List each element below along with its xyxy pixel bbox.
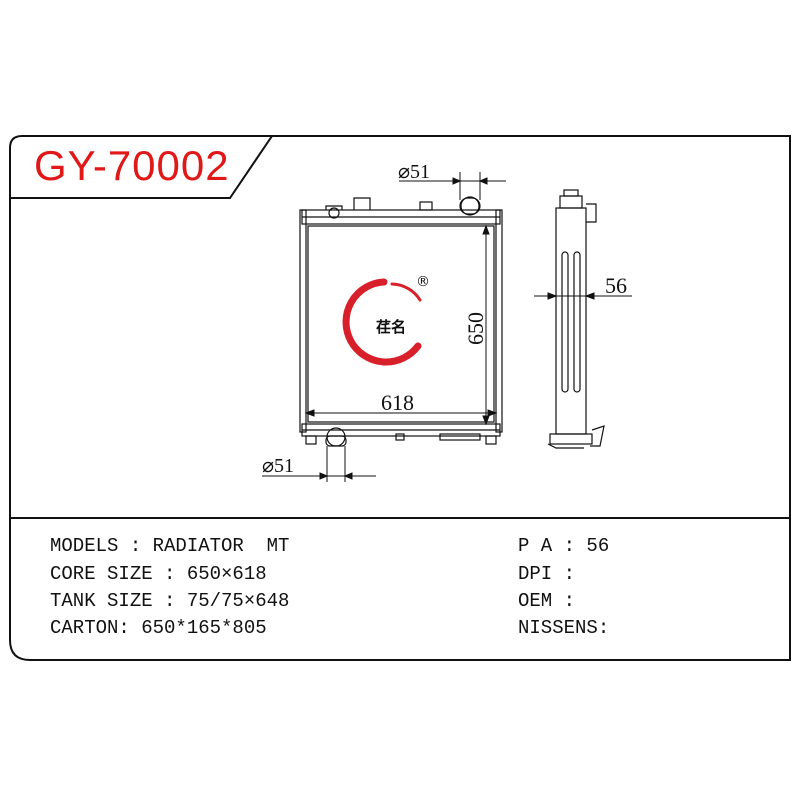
part-code-title: GY-70002 [34,142,230,189]
spec-models: MODELS : RADIATOR MT [50,535,290,557]
logo-arc [342,278,422,366]
radiator-side-view [547,189,605,449]
outer-border [9,198,791,661]
title-tab-outline [9,135,274,199]
width-label: 618 [381,390,414,415]
height-dimension [482,224,490,426]
spec-nissens: NISSENS: [518,617,610,639]
brand-logo: 荏名 ® [342,274,430,366]
radiator-front-view [299,196,503,447]
top-pipe-diameter-label: ⌀51 [398,161,430,183]
spec-tank-size: TANK SIZE : 75/75×648 [50,590,290,612]
spec-core-size: CORE SIZE : 650×618 [50,563,267,585]
logo-registered-mark: ® [416,274,430,290]
spec-dpi: DPI : [518,563,576,585]
spec-pa: P A : 56 [518,535,610,557]
bottom-pipe-dimension [262,446,376,482]
thickness-dimension [534,292,632,300]
thickness-label: 56 [605,273,627,298]
logo-text: 荏名 [376,318,406,336]
width-dimension [304,409,498,417]
spec-oem: OEM : [518,590,576,612]
bottom-pipe-diameter-label: ⌀51 [262,455,294,477]
title-tab-right-border [272,135,791,198]
top-pipe-dimension [399,172,506,200]
spec-carton: CARTON: 650*165*805 [50,617,267,639]
height-label: 650 [463,312,488,345]
